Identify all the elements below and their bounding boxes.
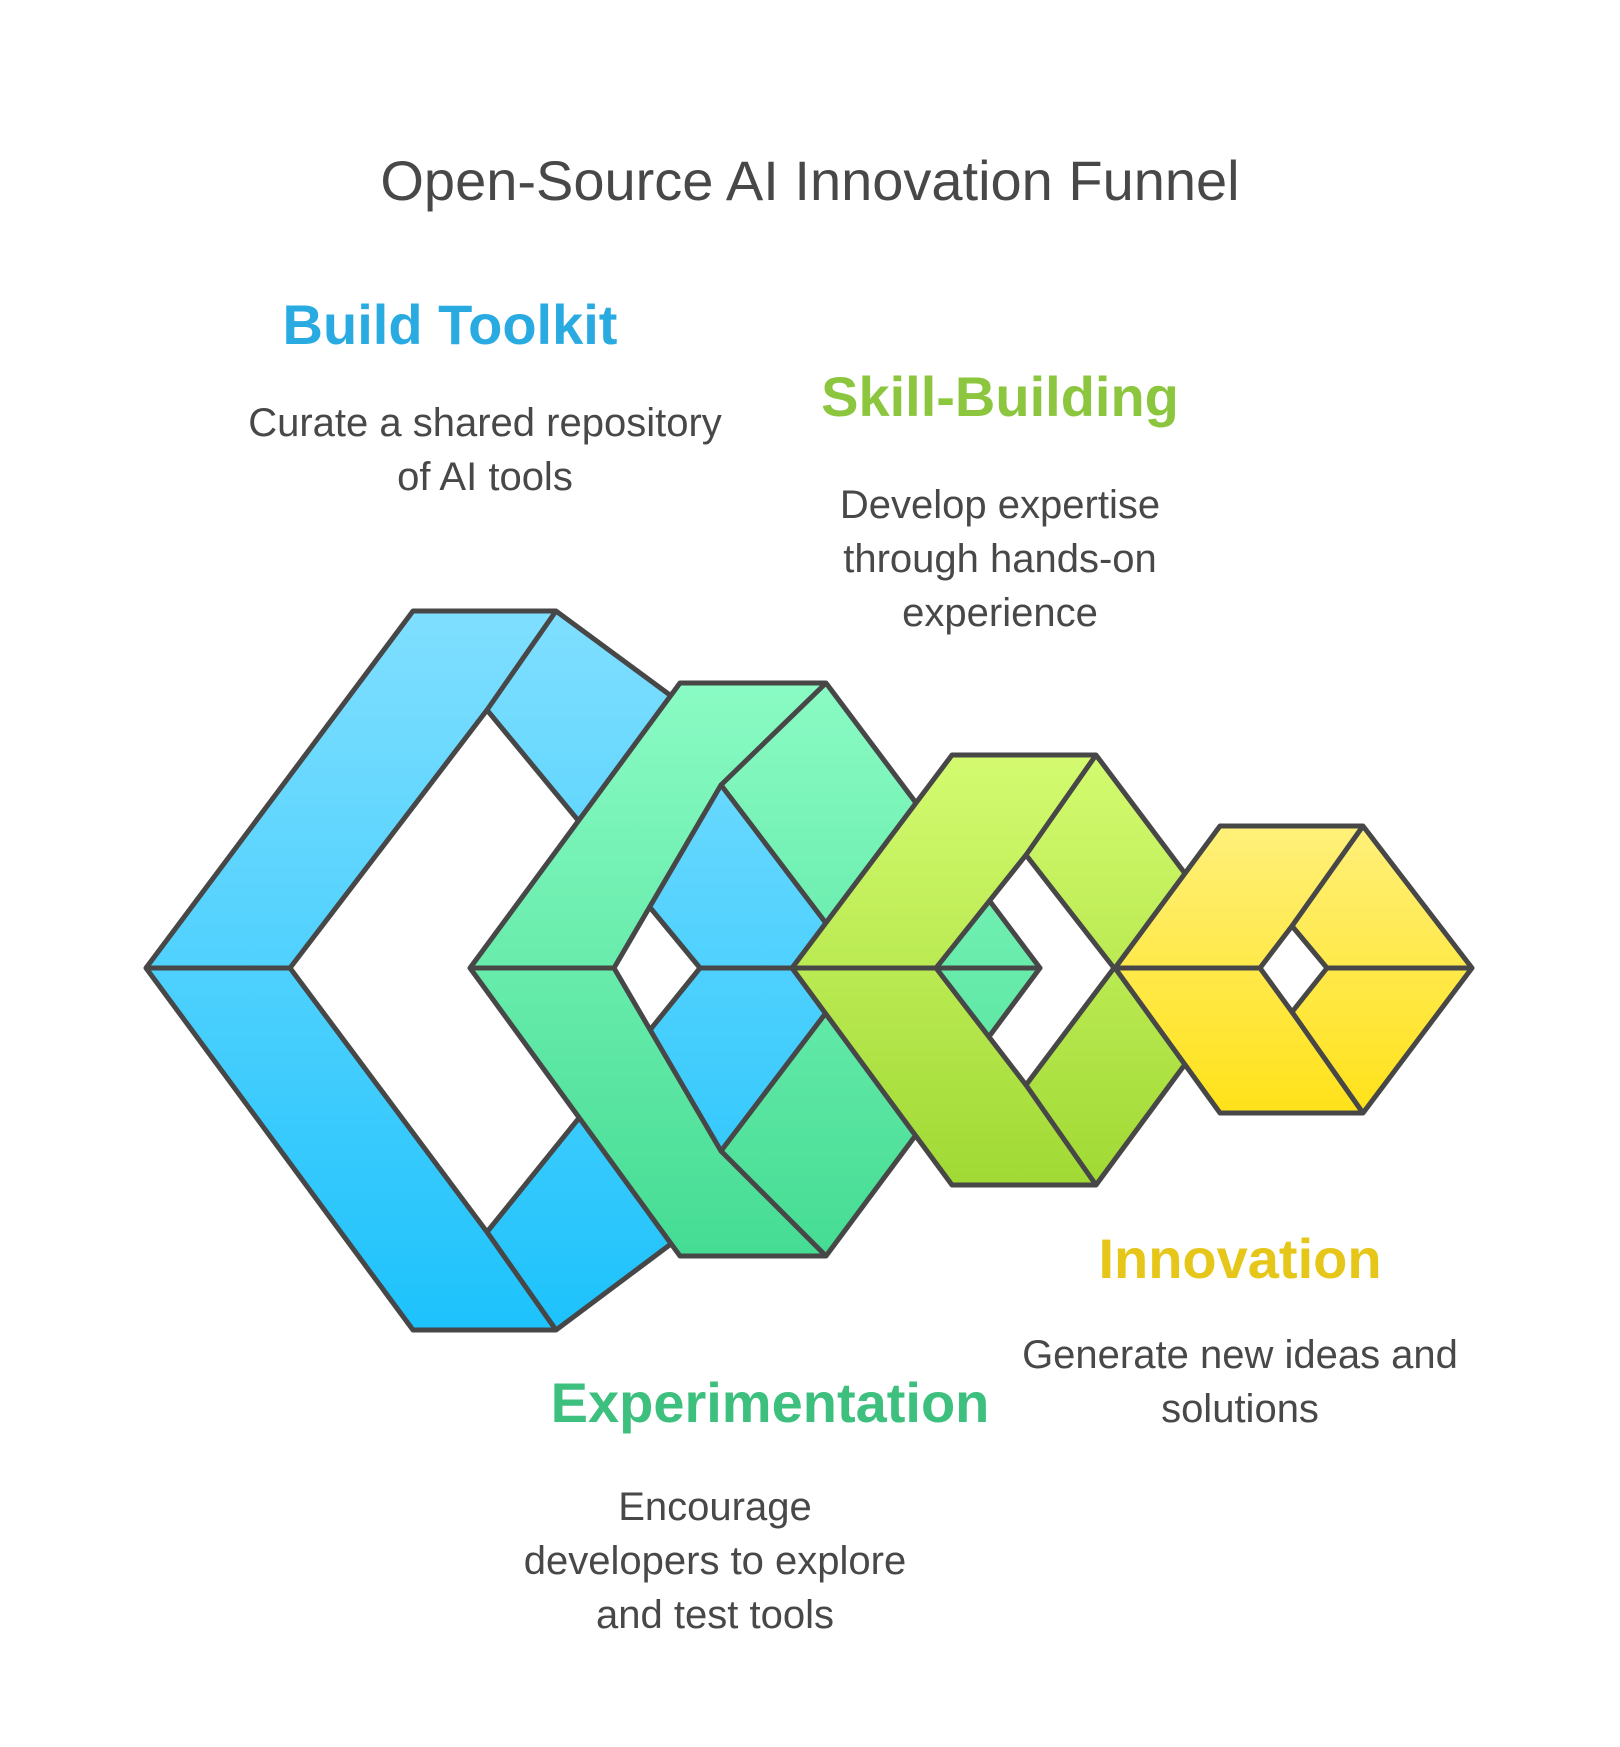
build-toolkit-heading: Build Toolkit [282, 293, 618, 356]
experimentation-heading: Experimentation [550, 1371, 990, 1434]
skill-building-heading: Skill-Building [821, 365, 1179, 428]
innovation-shape [1112, 823, 1475, 1116]
experimentation-description: Encourage developers to explore and test… [523, 1485, 907, 1637]
build-toolkit-description: Curate a shared repository of AI tools [248, 401, 722, 499]
skill-building-description: Develop expertise through hands-on exper… [839, 483, 1161, 635]
innovation-heading: Innovation [1098, 1227, 1382, 1290]
innovation-description: Generate new ideas and solutions [1022, 1333, 1458, 1431]
diagram-title: Open-Source AI Innovation Funnel [380, 149, 1240, 212]
skill-building-shape [789, 752, 1259, 1188]
